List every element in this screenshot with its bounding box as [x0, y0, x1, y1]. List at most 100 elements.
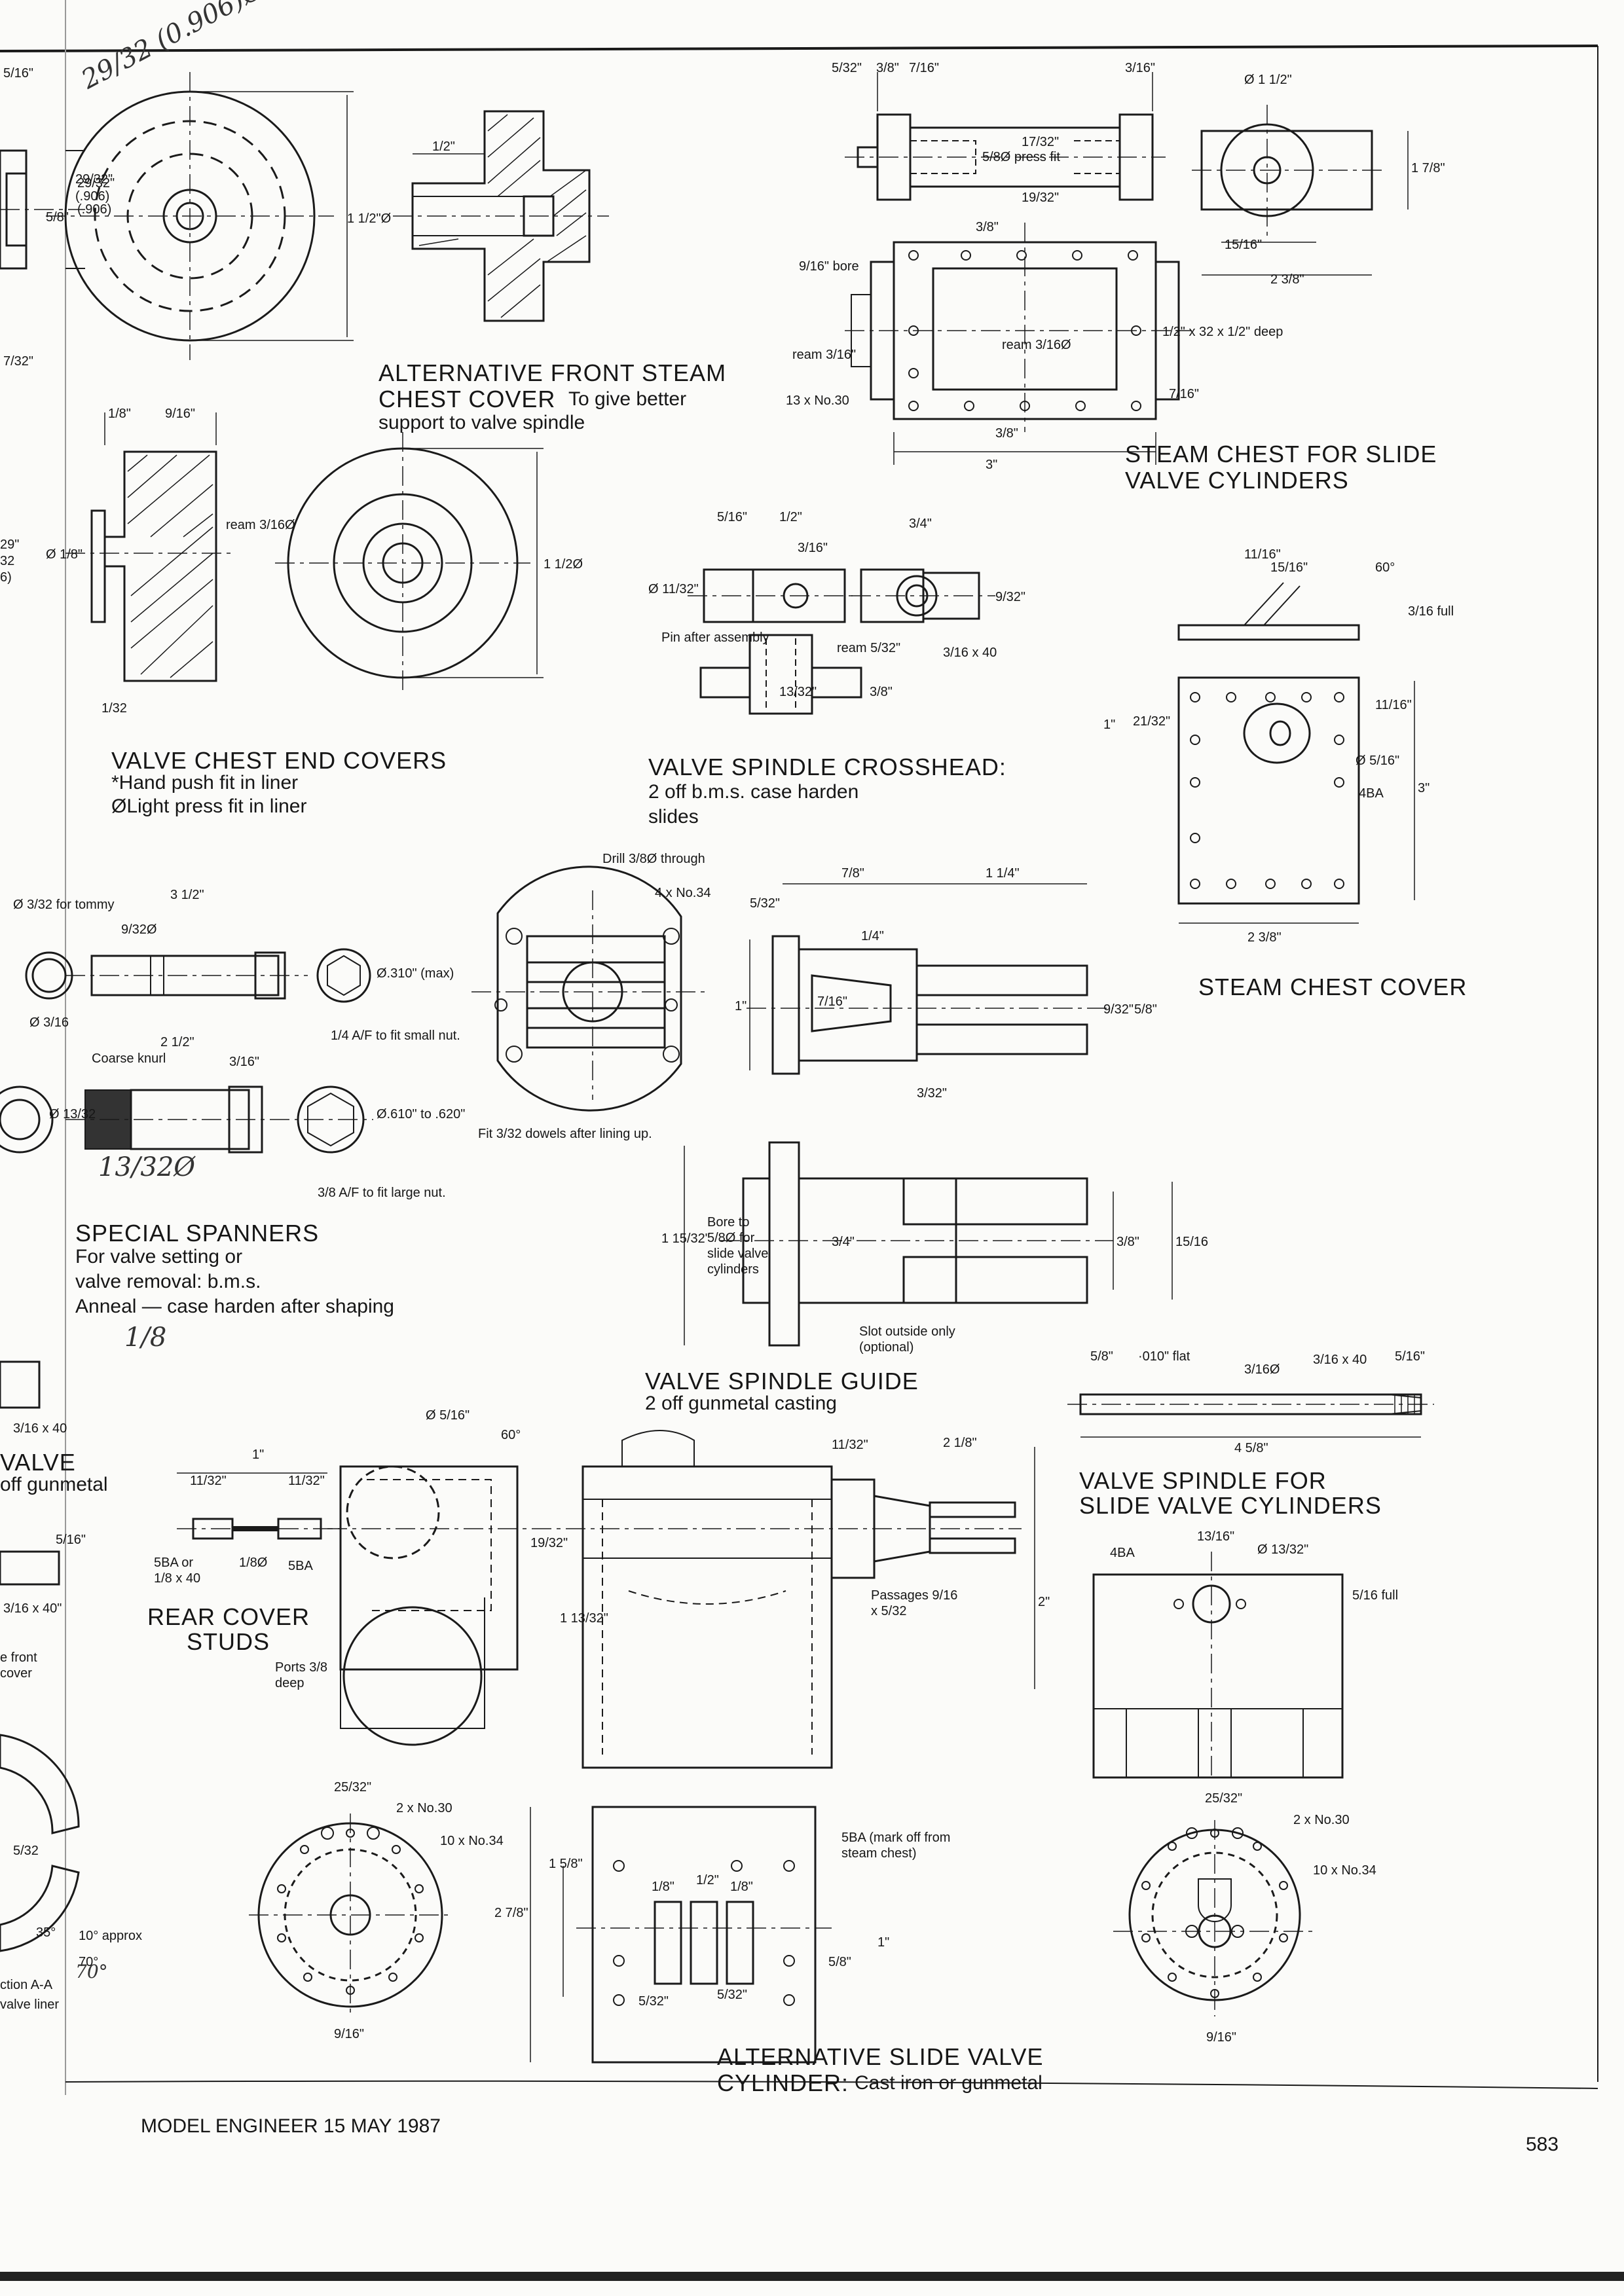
- steam-chest-cover-dim: 11/16": [1244, 547, 1281, 562]
- steam-chest-dim: 3/16": [1125, 61, 1156, 75]
- main-dim: Passages 9/16 x 5/32: [871, 1588, 958, 1618]
- end-covers-title: VALVE CHEST END COVERS: [111, 747, 447, 774]
- studs-title: REAR COVER: [147, 1603, 310, 1630]
- end-cover-elevation: [275, 432, 544, 694]
- left-end-cover-view: [249, 1813, 452, 2016]
- spindle-drawing: [1067, 1394, 1434, 1437]
- crosshead-dim: Pin after assembly: [661, 630, 769, 645]
- handwritten-note: 1/8: [124, 1322, 167, 1353]
- guide-dim: 3/4": [832, 1235, 855, 1249]
- spanners-dim: 1/4 A/F to fit small nut.: [331, 1029, 460, 1043]
- studs-title-2: STUDS: [187, 1628, 270, 1655]
- front-cover-dim: 1 1/2"Ø: [347, 211, 392, 226]
- steam-chest-dim: 3/8": [876, 61, 899, 75]
- steam-chest-dim: ream 3/16": [792, 348, 857, 362]
- studs-dim: 5BA or 1/8 x 40: [154, 1556, 201, 1586]
- left-edge-dim: 3/16 x 40": [3, 1601, 62, 1616]
- slide-face-dim: 1": [877, 1935, 890, 1950]
- alt-slide-sub: Cast iron or gunmetal: [855, 2072, 1043, 2094]
- left-edge-sub: off gunmetal: [0, 1474, 108, 1495]
- steam-chest-cover-dim: 15/16": [1270, 560, 1308, 575]
- crosshead-note: slides: [648, 806, 699, 828]
- bottom-scan-bar: [0, 2272, 1624, 2281]
- steam-chest-dim: 17/32": [1022, 135, 1060, 149]
- left-partial-cylinder: [0, 151, 85, 268]
- left-end-dim: 9/16": [334, 2027, 365, 2041]
- front-cover-elevation: [46, 72, 354, 360]
- end-covers-note: ØLight press fit in liner: [111, 795, 307, 817]
- guide-dim: Bore to 5/8Ø for slide valve cylinders: [707, 1215, 769, 1277]
- crosshead-dim: 13/32": [779, 685, 817, 699]
- main-dim: 11/32": [832, 1438, 868, 1452]
- main-dim: 2": [1038, 1595, 1050, 1609]
- crosshead-dim: Ø 11/32": [648, 582, 699, 596]
- left-end-dim: 10 x No.34: [440, 1834, 504, 1848]
- guide-plan-dim: 1/4": [861, 929, 884, 943]
- left-edge-dim: 10° approx: [79, 1929, 142, 1943]
- crosshead-dim: 3/16": [798, 541, 828, 555]
- left-edge-dim: (.906): [75, 189, 110, 204]
- end-covers-dim: 1 1/2Ø: [544, 557, 583, 572]
- left-end-dim: 25/32": [334, 1780, 372, 1795]
- steam-chest-cover-title: STEAM CHEST COVER: [1198, 974, 1467, 1000]
- alt-slide-title: ALTERNATIVE SLIDE VALVE: [717, 2043, 1044, 2070]
- left-edge-dim: 29": [0, 538, 20, 552]
- crosshead-dim: 9/32": [995, 590, 1026, 604]
- crosshead-dim: 3/4": [909, 517, 932, 531]
- right-end-dim: 9/16": [1206, 2030, 1237, 2045]
- left-edge-dim: ction A-A: [0, 1978, 53, 1992]
- spanners-drawing: [0, 949, 373, 1152]
- guide-sub: 2 off gunmetal casting: [645, 1393, 837, 1414]
- steam-chest-plan-view: [845, 223, 1192, 465]
- slide-face-dim: 1/8": [652, 1880, 674, 1894]
- crosshead-dim: 1/2": [779, 510, 802, 524]
- handwritten-note: 70°: [75, 1961, 108, 1982]
- spanners-dim: Coarse knurl: [92, 1051, 166, 1066]
- slide-face-dim: 1/2": [696, 1873, 719, 1887]
- studs-dim: 5BA: [288, 1559, 313, 1573]
- main-dim: 2 1/8": [943, 1436, 977, 1450]
- steam-chest-side-view: [845, 72, 1166, 200]
- studs-drawing: [177, 1473, 341, 1539]
- steam-chest-dim: 15/16": [1225, 238, 1263, 252]
- slide-face-dim: 5/8": [828, 1955, 851, 1969]
- spanners-note: valve removal: b.m.s.: [75, 1271, 261, 1292]
- guide-plan-dim: 7/8": [841, 866, 864, 881]
- front-cover-sub-2: support to valve spindle: [378, 412, 585, 433]
- crosshead-note: 2 off b.m.s. case harden: [648, 781, 859, 803]
- steam-chest-title: STEAM CHEST FOR SLIDE: [1125, 441, 1437, 467]
- left-edge-dim: valve liner: [0, 1997, 60, 2012]
- steam-chest-cover-dim: 60°: [1375, 560, 1395, 575]
- spanners-dim: 2 1/2": [160, 1035, 194, 1049]
- end-covers-dim: Ø 1/8": [46, 547, 83, 562]
- left-edge-title: VALVE: [0, 1449, 76, 1476]
- steam-chest-dim: 9/16" bore: [799, 259, 859, 274]
- cylinder-section-main: [327, 1430, 1035, 1768]
- spindle-dim: 4 5/8": [1234, 1441, 1268, 1455]
- liner-section-partial: [0, 1362, 79, 1951]
- guide-plan-dim: Drill 3/8Ø through: [602, 852, 705, 866]
- valve-end-dim: 4BA: [1110, 1546, 1135, 1560]
- end-covers-dim: ream 3/16Ø: [226, 518, 295, 532]
- magazine-footer: MODEL ENGINEER 15 MAY 1987: [141, 2115, 441, 2137]
- front-cover-dim: (.906): [77, 202, 112, 217]
- main-dim: 19/32": [530, 1536, 568, 1550]
- guide-plan-dim: 5/8": [1134, 1002, 1157, 1017]
- guide-section-view: [684, 1142, 1172, 1345]
- top-border-line: [0, 46, 1598, 51]
- studs-dim: 1/8Ø: [239, 1556, 268, 1570]
- guide-plan-dim: 9/32": [1103, 1002, 1134, 1017]
- steam-chest-dim: 3/8": [995, 426, 1018, 441]
- front-cover-title: ALTERNATIVE FRONT STEAM: [378, 359, 727, 386]
- left-edge-dim: 70°: [79, 1955, 99, 1969]
- spanners-note: Anneal — case harden after shaping: [75, 1296, 394, 1317]
- front-cover-title-2: CHEST COVER: [378, 386, 556, 412]
- studs-dim: 11/32": [288, 1474, 325, 1488]
- right-end-dim: 25/32": [1205, 1791, 1243, 1806]
- slide-face-dim: 5/32": [717, 1988, 748, 2002]
- left-end-dim: 2 x No.30: [396, 1801, 452, 1815]
- spindle-dim: 3/16 x 40: [1313, 1353, 1367, 1367]
- steam-chest-dim: 5/32": [832, 61, 862, 75]
- right-end-dim: 2 x No.30: [1293, 1813, 1350, 1827]
